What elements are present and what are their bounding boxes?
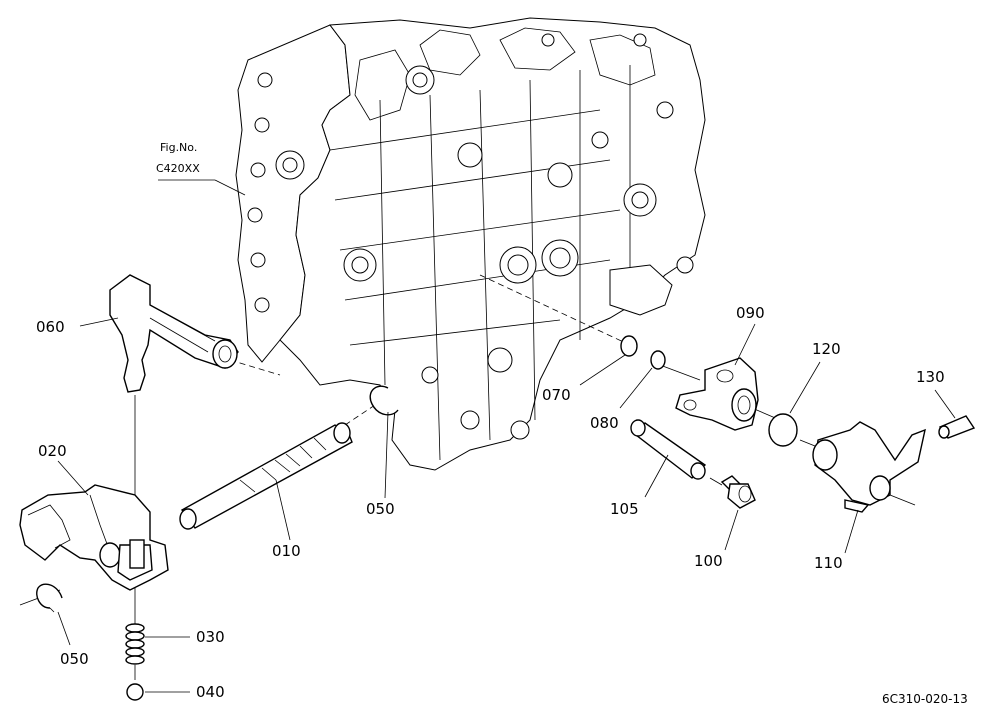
part-060-shift-arm: [109, 274, 239, 393]
part-020-shift-fork: [19, 484, 169, 591]
fig-ref-leader: [214, 179, 246, 196]
label-100: 100: [694, 552, 723, 570]
part-040-ball: [126, 683, 144, 701]
label-050-left: 050: [60, 650, 89, 668]
part-050-circlip-left: [36, 583, 63, 613]
label-010: 010: [272, 542, 301, 560]
part-110-lever: [812, 421, 926, 513]
label-090: 090: [736, 304, 765, 322]
drawing-code: 6C310-020-13: [882, 692, 968, 706]
part-120-o-ring: [768, 413, 798, 447]
label-130: 130: [916, 368, 945, 386]
part-090-housing: [675, 357, 759, 431]
part-010-shift-rod: [179, 422, 353, 530]
fig-ref-line2: C420XX: [156, 162, 200, 175]
label-020: 020: [38, 442, 67, 460]
part-105-pin: [630, 419, 707, 480]
fig-ref-line1: Fig.No.: [160, 141, 197, 154]
label-050-middle: 050: [366, 500, 395, 518]
part-070-o-ring: [620, 335, 638, 357]
part-080-o-ring: [650, 350, 666, 370]
part-050-circlip-middle: [369, 385, 399, 416]
label-060: 060: [36, 318, 65, 336]
part-030-spring: [125, 623, 145, 665]
label-030: 030: [196, 628, 225, 646]
part-130-pin: [938, 415, 976, 439]
label-080: 080: [590, 414, 619, 432]
transmission-case-housing: [235, 17, 706, 471]
label-040: 040: [196, 683, 225, 701]
label-120: 120: [812, 340, 841, 358]
leader-lines: [57, 317, 956, 693]
label-110: 110: [814, 554, 843, 572]
label-105: 105: [610, 500, 639, 518]
label-070: 070: [542, 386, 571, 404]
part-100-bolt: [720, 475, 756, 509]
